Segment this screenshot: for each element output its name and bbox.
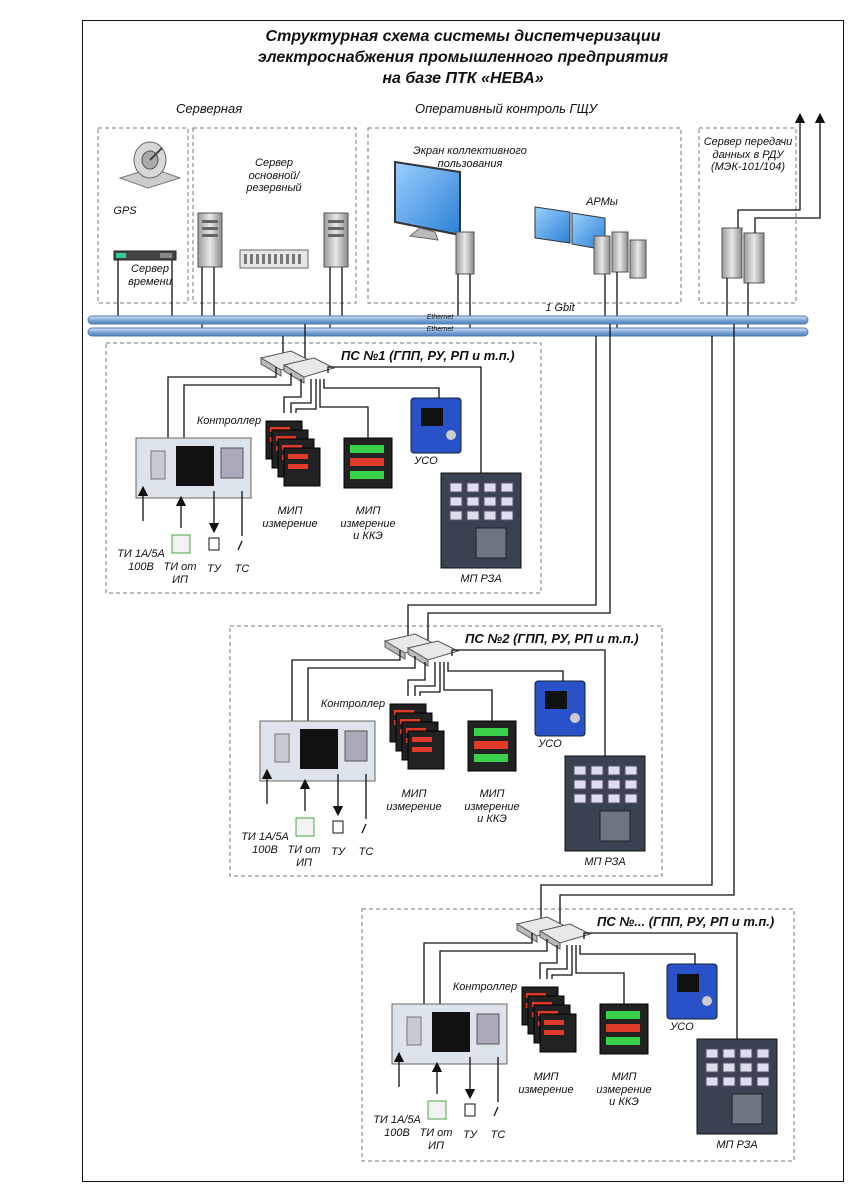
ti-ip-label: ТИ от ИП	[287, 844, 321, 869]
substation-title: ПС №1 (ГПП, РУ, РП и т.п.)	[341, 348, 515, 363]
mp-rza-label: МП РЗА	[716, 1139, 758, 1151]
rdu-server-icon	[721, 227, 765, 284]
rdu-server-label: Сервер передачи данных в РДУ (МЭК-101/10…	[703, 136, 793, 174]
tu-label: ТУ	[207, 563, 221, 575]
tu-label: ТУ	[331, 846, 345, 858]
ts-label: ТС	[490, 1129, 506, 1141]
zone-label-control: Оперативный контроль ГЩУ	[415, 101, 597, 116]
mip-label: МИП измерение	[386, 788, 442, 813]
main-server-icon	[197, 212, 223, 268]
ip-converter-icon	[427, 1100, 447, 1120]
ethernet-bus-1	[87, 315, 809, 325]
tu-label: ТУ	[463, 1129, 477, 1141]
zone-box-rdu	[698, 127, 797, 304]
mip-label: МИП измерение	[518, 1071, 574, 1096]
gps-label: GPS	[113, 205, 137, 217]
reserve-server-icon	[323, 212, 349, 268]
controller-label: Контроллер	[320, 698, 386, 710]
substation-title: ПС №2 (ГПП, РУ, РП и т.п.)	[465, 631, 639, 646]
substation-2	[259, 633, 646, 852]
substation-box-1	[105, 342, 542, 594]
uso-label: УСО	[670, 1021, 694, 1033]
substation-title: ПС №... (ГПП, РУ, РП и т.п.)	[597, 914, 775, 929]
mip-kke-label: МИП измерение и ККЭ	[596, 1071, 652, 1109]
contact-icon	[237, 540, 243, 551]
title-line-1: Структурная схема системы диспетчеризаци…	[265, 28, 661, 45]
ip-converter-icon	[295, 817, 315, 837]
collective-screen-label: Экран коллективного пользования	[413, 145, 527, 170]
substation-3	[391, 916, 778, 1135]
zone-box-servers	[192, 127, 357, 304]
substation-1	[135, 350, 522, 569]
contact-icon	[493, 1106, 499, 1117]
ethernet-bus-2	[87, 327, 809, 337]
time-server-label: Сервер времени	[128, 263, 172, 288]
rdu-uplink-1	[737, 112, 806, 228]
title-line-3: на базе ПТК «НЕВА»	[382, 70, 544, 87]
uso-label: УСО	[538, 738, 562, 750]
ethernet-label-1: Ethernet	[426, 314, 454, 321]
ti-current-label: ТИ 1А/5А 100В	[117, 548, 165, 573]
rdu-uplink-2	[754, 112, 826, 233]
mp-rza-label: МП РЗА	[460, 573, 502, 585]
time-server-icon	[113, 250, 177, 261]
mip-kke-label: МИП измерение и ККЭ	[464, 788, 520, 826]
ts-label: ТС	[234, 563, 250, 575]
title-line-2: электроснабжения промышленного предприят…	[257, 49, 669, 66]
controller-label: Контроллер	[452, 981, 518, 993]
arm-label: АРМы	[586, 196, 618, 208]
ti-ip-label: ТИ от ИП	[419, 1127, 453, 1152]
zone-label-server-room: Серверная	[176, 101, 243, 116]
ethernet-label-2: Ethernet	[426, 326, 454, 333]
zone-box-control	[367, 127, 682, 304]
substation-box-2	[229, 625, 663, 877]
uso-label: УСО	[414, 455, 438, 467]
mip-label: МИП измерение	[262, 505, 318, 530]
ip-converter-icon	[171, 534, 191, 554]
ti-current-label: ТИ 1А/5А 100В	[373, 1114, 421, 1139]
mp-rza-label: МП РЗА	[584, 856, 626, 868]
main-server-label: Сервер основной/ резервный	[246, 157, 302, 195]
diagram-frame	[82, 20, 844, 1182]
relay-icon	[208, 537, 220, 551]
ti-ip-label: ТИ от ИП	[163, 561, 197, 586]
relay-icon	[464, 1103, 476, 1117]
gps-icon	[118, 141, 182, 189]
contact-icon	[361, 823, 367, 834]
collective-screen-icon	[394, 160, 475, 275]
relay-icon	[332, 820, 344, 834]
ts-label: ТС	[358, 846, 374, 858]
substation-box-3	[361, 908, 795, 1162]
zone-box-gps	[97, 127, 189, 304]
bus-speed-label: 1 Gbit	[545, 302, 575, 314]
arm-workstations-icon	[534, 206, 647, 279]
controller-label: Контроллер	[196, 415, 262, 427]
mip-kke-label: МИП измерение и ККЭ	[340, 505, 396, 543]
ti-current-label: ТИ 1А/5А 100В	[241, 831, 289, 856]
switch-panel-icon	[239, 249, 309, 269]
